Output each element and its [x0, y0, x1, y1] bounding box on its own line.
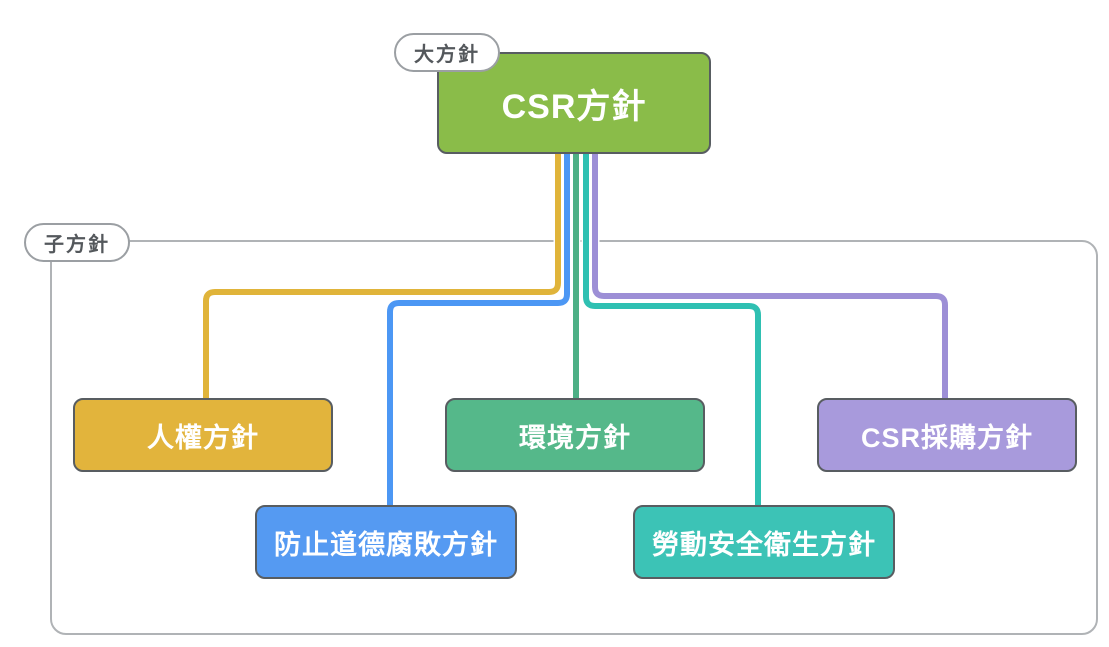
node-environment: 環境方針: [445, 398, 705, 472]
major-policy-tag-label: 大方針: [414, 44, 480, 66]
connector-occupational-safety: [583, 153, 761, 505]
node-csr-policy-label: CSR方針: [501, 87, 647, 126]
connector-casing-csr-procurement: [590, 153, 950, 398]
node-occupational-safety-label: 勞動安全衛生方針: [652, 529, 876, 560]
node-csr-procurement-label: CSR採購方針: [860, 422, 1033, 453]
node-human-rights: 人權方針: [73, 398, 333, 472]
node-csr-procurement: CSR採購方針: [817, 398, 1077, 472]
node-human-rights-label: 人權方針: [147, 422, 259, 453]
node-occupational-safety: 勞動安全衛生方針: [633, 505, 895, 579]
connector-human-rights: [203, 153, 561, 398]
sub-policy-tag: 子方針: [24, 223, 130, 262]
connector-anti-corruption: [387, 153, 570, 505]
node-anti-corruption-label: 防止道德腐敗方針: [274, 529, 498, 560]
major-policy-tag: 大方針: [394, 33, 500, 72]
node-anti-corruption: 防止道德腐敗方針: [255, 505, 517, 579]
connector-csr-procurement: [592, 153, 948, 398]
sub-policy-tag-label: 子方針: [44, 234, 110, 256]
node-environment-label: 環境方針: [519, 422, 631, 453]
connector-casing-human-rights: [201, 153, 563, 398]
